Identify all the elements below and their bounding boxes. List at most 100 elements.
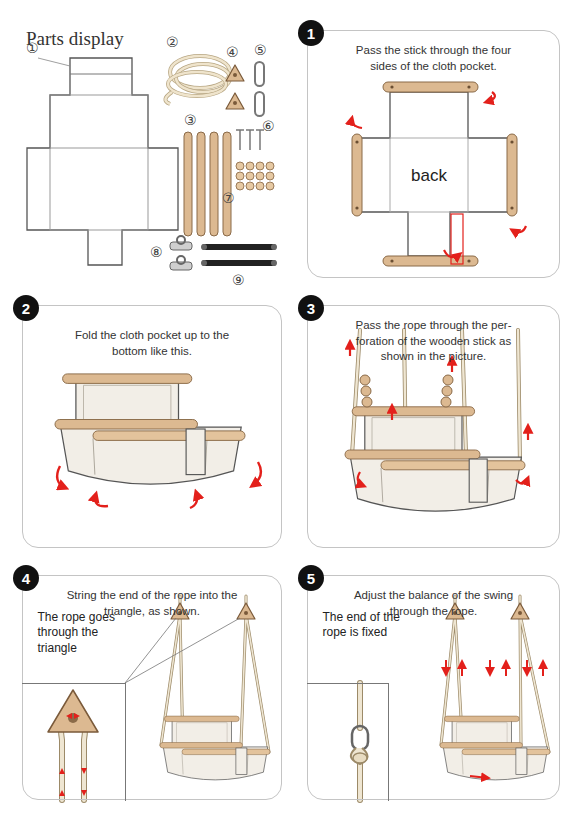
- hanging-swing: [59, 768, 65, 774]
- seat-with-ropes: [349, 342, 351, 356]
- hanging-swing: [81, 768, 87, 774]
- folded-seat: [57, 462, 261, 508]
- step-number-badge: 1: [298, 20, 324, 46]
- parts-illustration: [246, 162, 254, 170]
- step-panel: Pass the stick through the four sides of…: [307, 30, 560, 278]
- callout-number: ③: [184, 112, 197, 128]
- parts-illustration: [184, 132, 231, 236]
- parts-illustration: [271, 260, 277, 266]
- seat-with-ropes: [443, 375, 453, 385]
- parts-illustration: [184, 132, 192, 236]
- balanced-swing: [542, 662, 544, 676]
- parts-illustration: [255, 62, 264, 86]
- cloth-and-sticks: [352, 134, 362, 216]
- callout-number: ⑥: [262, 118, 275, 134]
- balanced-swing: [360, 683, 361, 800]
- seat-with-ropes: [362, 397, 372, 407]
- seat-with-ropes: [391, 406, 393, 420]
- cloth-and-sticks: [355, 206, 358, 209]
- step-number: 2: [22, 301, 30, 316]
- hanging-swing: [74, 713, 80, 719]
- cloth-and-sticks: [383, 256, 478, 266]
- parts-illustration: [249, 130, 251, 150]
- step-caption: Fold the cloth pocket up to the bottom l…: [74, 328, 230, 359]
- callout-number: ④: [226, 44, 239, 60]
- seat-with-ropes: [527, 426, 529, 440]
- balanced-swing: [526, 660, 528, 674]
- seat-with-ropes: [441, 397, 451, 407]
- parts-illustration: [226, 65, 244, 81]
- folded-seat: [55, 374, 261, 508]
- folded-seat: [252, 462, 261, 486]
- cloth-and-sticks: [352, 82, 526, 266]
- parts-illustration: [168, 72, 226, 96]
- cloth-and-sticks: [467, 259, 470, 262]
- parts-illustration: [266, 182, 274, 190]
- parts-illustration: [236, 172, 244, 180]
- folded-seat: [190, 492, 197, 508]
- inset-caption: The end of the rope is fixed: [323, 610, 409, 641]
- balanced-swing: [511, 603, 529, 619]
- step-panel: Adjust the balance of the swing through …: [307, 575, 560, 800]
- parts-illustration: [210, 132, 218, 236]
- parts-illustration: [246, 172, 254, 180]
- cloth-and-sticks: [383, 82, 478, 92]
- folded-seat: [95, 494, 108, 506]
- parts-illustration: [201, 260, 207, 266]
- hanging-swing: [48, 690, 98, 732]
- seat-with-ropes: [350, 342, 528, 486]
- step-caption: Pass the stick through the four sides of…: [344, 43, 524, 74]
- parts-illustration: [165, 92, 172, 104]
- parts-illustration: [259, 130, 261, 150]
- parts-illustration: [256, 172, 264, 180]
- cloth-and-sticks: [352, 92, 526, 257]
- hanging-swing: [59, 713, 87, 796]
- parts-illustration: [165, 56, 230, 104]
- parts-illustration: [255, 62, 264, 116]
- callout-number: ⑦: [222, 190, 235, 206]
- parts-illustration: [271, 244, 277, 250]
- step-number: 4: [22, 571, 30, 586]
- seat-with-ropes: [360, 375, 370, 385]
- callout-number: ⑤: [254, 42, 267, 58]
- cloth-and-sticks: [486, 92, 495, 102]
- cloth-and-sticks: [444, 250, 460, 257]
- balanced-swing: [358, 683, 362, 800]
- hanging-swing: [160, 716, 270, 780]
- step-number: 3: [307, 301, 315, 316]
- balanced-swing: [461, 662, 463, 676]
- seat-with-ropes: [358, 472, 364, 486]
- folded-seat: [55, 374, 245, 484]
- cloth-and-sticks: [390, 259, 393, 262]
- parts-illustration: [236, 162, 244, 170]
- balanced-swing: [352, 726, 368, 750]
- step-number-badge: 4: [13, 565, 39, 591]
- parts-illustration: [226, 93, 244, 109]
- step-number: 1: [307, 26, 315, 41]
- cloth-and-sticks: [352, 118, 362, 128]
- parts-illustration: [27, 56, 277, 270]
- cloth-and-sticks: [507, 134, 517, 216]
- cloth-and-sticks: [357, 92, 510, 256]
- step-number-badge: 3: [298, 295, 324, 321]
- parts-illustration: [236, 162, 274, 190]
- parts-illustration: [256, 182, 264, 190]
- cloth-and-sticks: [355, 140, 358, 143]
- cloth-and-sticks: [355, 85, 513, 262]
- seat-with-ropes: [361, 386, 371, 396]
- balanced-swing: [353, 753, 367, 763]
- step-caption: Pass the rope through the per- foration …: [343, 318, 525, 365]
- parts-illustration: [202, 244, 276, 250]
- parts-illustration: [255, 92, 264, 116]
- balanced-swing: [489, 660, 491, 674]
- parts-illustration: [177, 236, 185, 244]
- callout-number: ⑨: [232, 272, 245, 288]
- section-title: Parts display: [26, 28, 124, 50]
- side-label: back: [411, 166, 447, 186]
- parts-illustration: [256, 162, 264, 170]
- hanging-swing: [66, 713, 72, 719]
- inset-caption: The rope goes through the triangle: [38, 610, 124, 657]
- parts-illustration: [266, 172, 274, 180]
- cloth-and-sticks: [510, 140, 513, 143]
